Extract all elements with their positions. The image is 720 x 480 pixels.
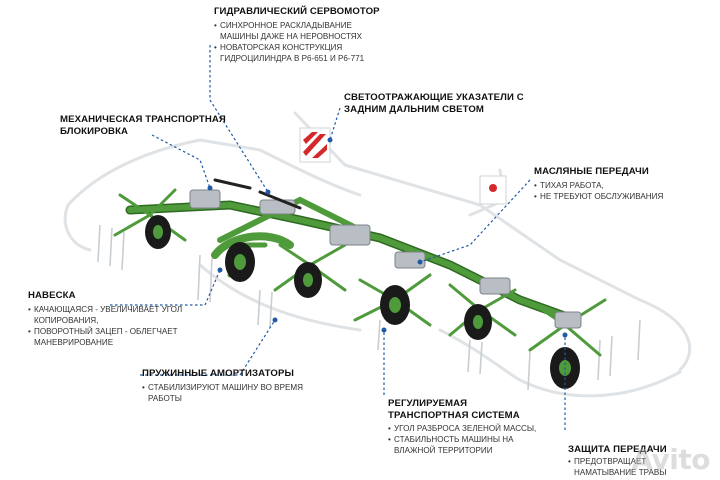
callout-title: ЗАЩИТА ПЕРЕДАЧИ [568, 444, 667, 455]
callout-item: УГОЛ РАЗБРОСА ЗЕЛЕНОЙ МАССЫ, [388, 423, 558, 434]
leader-lines [110, 45, 568, 430]
callout-items: ПРЕДОТВРАЩАЕТ НАМАТЫВАНИЕ ТРАВЫ [568, 456, 718, 478]
callout-items: КАЧАЮЩАЯСЯ - УВЕЛИЧИВАЕТ УГОЛ КОПИРОВАНИ… [28, 304, 208, 348]
callout-transport-system: РЕГУЛИРУЕМАЯ ТРАНСПОРТНАЯ СИСТЕМА УГОЛ Р… [388, 398, 558, 456]
callout-title: МАСЛЯНЫЕ ПЕРЕДАЧИ [534, 166, 649, 177]
callout-title-line2: ЗАДНИМ ДАЛЬНИМ СВЕТОМ [344, 103, 485, 115]
callout-items: СИНХРОННОЕ РАСКЛАДЫВАНИЕ МАШИНЫ ДАЖЕ НА … [214, 20, 414, 64]
callout-item: ПОВОРОТНЫЙ ЗАЦЕП - ОБЛЕГЧАЕТ [28, 326, 208, 337]
callout-item: МАНЕВРИРОВАНИЕ [34, 337, 114, 347]
wheels [145, 215, 580, 389]
callout-item: МАШИНЫ ДАЖЕ НА НЕРОВНОСТЯХ [220, 31, 363, 41]
callout-items: СТАБИЛИЗИРУЮТ МАШИНУ ВО ВРЕМЯ РАБОТЫ [142, 382, 322, 404]
callout-item: ПРЕДОТВРАЩАЕТ [568, 456, 718, 467]
callout-spring-dampers: ПРУЖИННЫЕ АМОРТИЗАТОРЫ СТАБИЛИЗИРУЮТ МАШ… [142, 368, 322, 404]
hydraulic-cylinders [213, 178, 302, 210]
reflector-sign-left [299, 127, 331, 163]
callout-oil-gears: МАСЛЯНЫЕ ПЕРЕДАЧИ ТИХАЯ РАБОТА, НЕ ТРЕБУ… [534, 166, 714, 202]
callout-item: РАБОТЫ [148, 393, 182, 403]
callout-item: ТИХАЯ РАБОТА, [534, 180, 714, 191]
callout-title: НАВЕСКА [28, 290, 76, 301]
callout-transport-lock: МЕХАНИЧЕСКАЯ ТРАНСПОРТНАЯ БЛОКИРОВКА [60, 114, 230, 137]
callout-hitch: НАВЕСКА КАЧАЮЩАЯСЯ - УВЕЛИЧИВАЕТ УГОЛ КО… [28, 290, 208, 348]
tines [97, 224, 641, 391]
callout-item: ВЛАЖНОЙ ТЕРРИТОРИИ [394, 446, 493, 455]
main-frame [113, 188, 607, 357]
callout-title-line1: РЕГУЛИРУЕМАЯ [388, 398, 468, 409]
callout-item: СИНХРОННОЕ РАСКЛАДЫВАНИЕ [214, 20, 414, 31]
callout-item: СТАБИЛИЗИРУЮТ МАШИНУ ВО ВРЕМЯ [142, 382, 322, 393]
callout-item: НЕ ТРЕБУЮТ ОБСЛУЖИВАНИЯ [534, 191, 714, 202]
callout-item: НАМАТЫВАНИЕ ТРАВЫ [574, 467, 667, 477]
guard-frame [63, 111, 691, 398]
callout-item: КАЧАЮЩАЯСЯ - УВЕЛИЧИВАЕТ УГОЛ [28, 304, 208, 315]
callout-drive-protection: ЗАЩИТА ПЕРЕДАЧИ ПРЕДОТВРАЩАЕТ НАМАТЫВАНИ… [568, 444, 718, 478]
callout-title-line1: СВЕТООТРАЖАЮЩИЕ УКАЗАТЕЛИ С [344, 92, 524, 103]
callout-items: ТИХАЯ РАБОТА, НЕ ТРЕБУЮТ ОБСЛУЖИВАНИЯ [534, 180, 714, 202]
watermark: Avito [631, 443, 710, 476]
callout-title: ГИДРАВЛИЧЕСКИЙ СЕРВОМОТОР [214, 6, 380, 17]
callout-reflectors: СВЕТООТРАЖАЮЩИЕ УКАЗАТЕЛИ С ЗАДНИМ ДАЛЬН… [344, 92, 524, 115]
callout-item: СТАБИЛЬНОСТЬ МАШИНЫ НА [388, 434, 558, 445]
callout-item: НОВАТОРСКАЯ КОНСТРУКЦИЯ [214, 42, 414, 53]
callout-title-line1: МЕХАНИЧЕСКАЯ ТРАНСПОРТНАЯ [60, 114, 226, 125]
callout-item: ГИДРОЦИЛИНДРА В Р6-651 И Р6-771 [220, 53, 365, 63]
callout-title: ПРУЖИННЫЕ АМОРТИЗАТОРЫ [142, 368, 294, 379]
callout-title-line2: БЛОКИРОВКА [60, 125, 129, 137]
callout-hydraulic-servo: ГИДРАВЛИЧЕСКИЙ СЕРВОМОТОР СИНХРОННОЕ РАС… [214, 6, 414, 64]
reflector-sign-right [479, 175, 507, 205]
gearboxes [189, 189, 582, 329]
callout-item: КОПИРОВАНИЯ, [34, 315, 99, 325]
callout-title-line2: ТРАНСПОРТНАЯ СИСТЕМА [388, 409, 520, 421]
callout-items: УГОЛ РАЗБРОСА ЗЕЛЕНОЙ МАССЫ, СТАБИЛЬНОСТ… [388, 423, 558, 456]
